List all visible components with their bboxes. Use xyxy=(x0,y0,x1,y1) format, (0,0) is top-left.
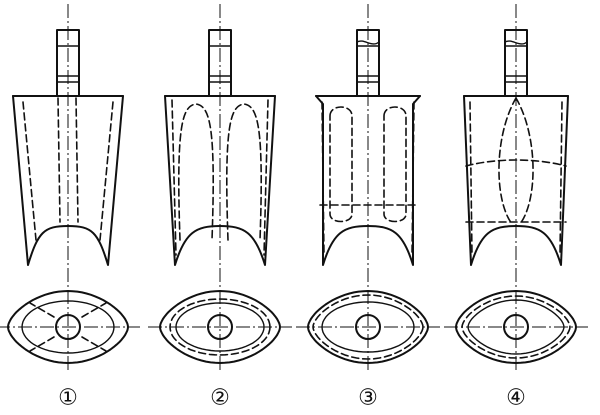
stem-helix-line xyxy=(504,40,528,45)
hidden-lens xyxy=(498,97,517,225)
variant-label: ① xyxy=(58,386,78,411)
hidden-cooling-lines xyxy=(22,97,114,241)
plan-cross-section xyxy=(444,290,588,364)
hidden-line xyxy=(57,97,61,223)
plan-rib xyxy=(81,336,107,352)
hidden-line xyxy=(321,101,325,256)
plan-cross-section xyxy=(296,290,440,364)
hidden-loop xyxy=(178,103,214,241)
hidden-line xyxy=(411,101,415,256)
variant-1: ① xyxy=(0,4,140,411)
hidden-line xyxy=(171,99,177,256)
plan-rib xyxy=(29,336,55,352)
plan-cross-section xyxy=(0,290,140,364)
hidden-loop xyxy=(226,103,262,241)
body-outline xyxy=(463,95,569,266)
hidden-pocket xyxy=(383,106,407,223)
plan-cross-section xyxy=(148,290,292,364)
variant-label: ④ xyxy=(506,386,526,411)
variant-label: ② xyxy=(210,386,230,411)
hidden-line xyxy=(22,101,37,241)
hidden-line xyxy=(99,101,114,241)
body-outline xyxy=(12,95,124,266)
hidden-line xyxy=(559,101,563,256)
stem-helix-line xyxy=(356,40,380,45)
hidden-line xyxy=(75,97,79,223)
body-outline xyxy=(164,95,276,266)
hidden-line xyxy=(263,99,269,256)
variant-label: ③ xyxy=(358,386,378,411)
variants-layer: ① ② ③ ④ xyxy=(0,4,588,411)
hidden-line xyxy=(469,101,473,256)
variant-3: ③ xyxy=(296,4,440,411)
hidden-lens xyxy=(515,97,534,225)
plan-rib xyxy=(81,302,107,318)
variant-4: ④ xyxy=(444,4,588,411)
variant-2: ② xyxy=(148,4,292,411)
hidden-cooling-lines xyxy=(171,99,269,256)
hidden-pocket xyxy=(329,106,353,223)
plan-rib xyxy=(29,302,55,318)
